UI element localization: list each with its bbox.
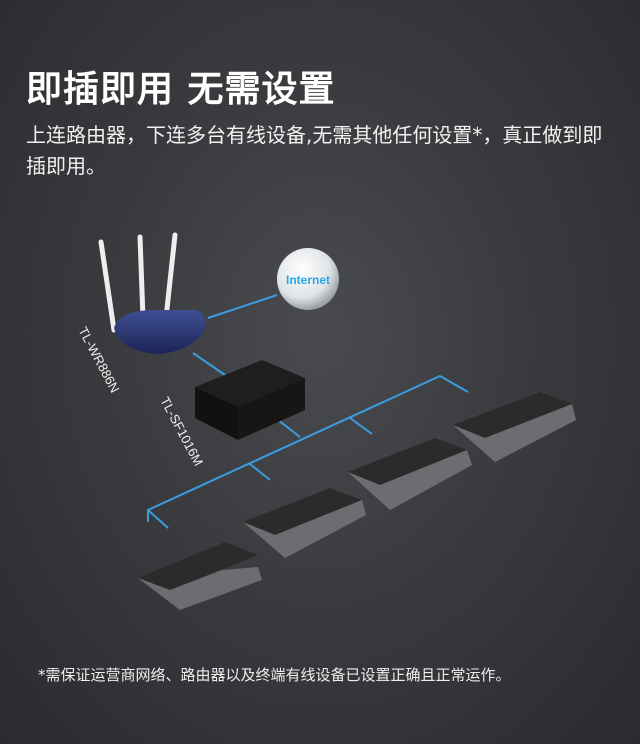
switch bbox=[195, 360, 305, 440]
internet-globe: Internet bbox=[277, 248, 339, 310]
router-model: TL-WR886N bbox=[75, 324, 122, 395]
laptop-4 bbox=[453, 392, 576, 462]
laptop-2 bbox=[243, 488, 366, 558]
internet-label: Internet bbox=[286, 273, 330, 287]
footnote: *需保证运营商网络、路由器以及终端有线设备已设置正确且正常运作。 bbox=[38, 666, 511, 684]
router bbox=[98, 232, 206, 354]
laptops bbox=[138, 392, 576, 610]
subtitle: 上连路由器，下连多台有线设备,无需其他任何设置*，真正做到即插即用。 bbox=[26, 123, 603, 178]
cables bbox=[147, 294, 469, 529]
headline: 即插即用 无需设置 bbox=[26, 69, 336, 110]
laptop-3 bbox=[348, 438, 472, 510]
laptop-1 bbox=[138, 542, 262, 610]
